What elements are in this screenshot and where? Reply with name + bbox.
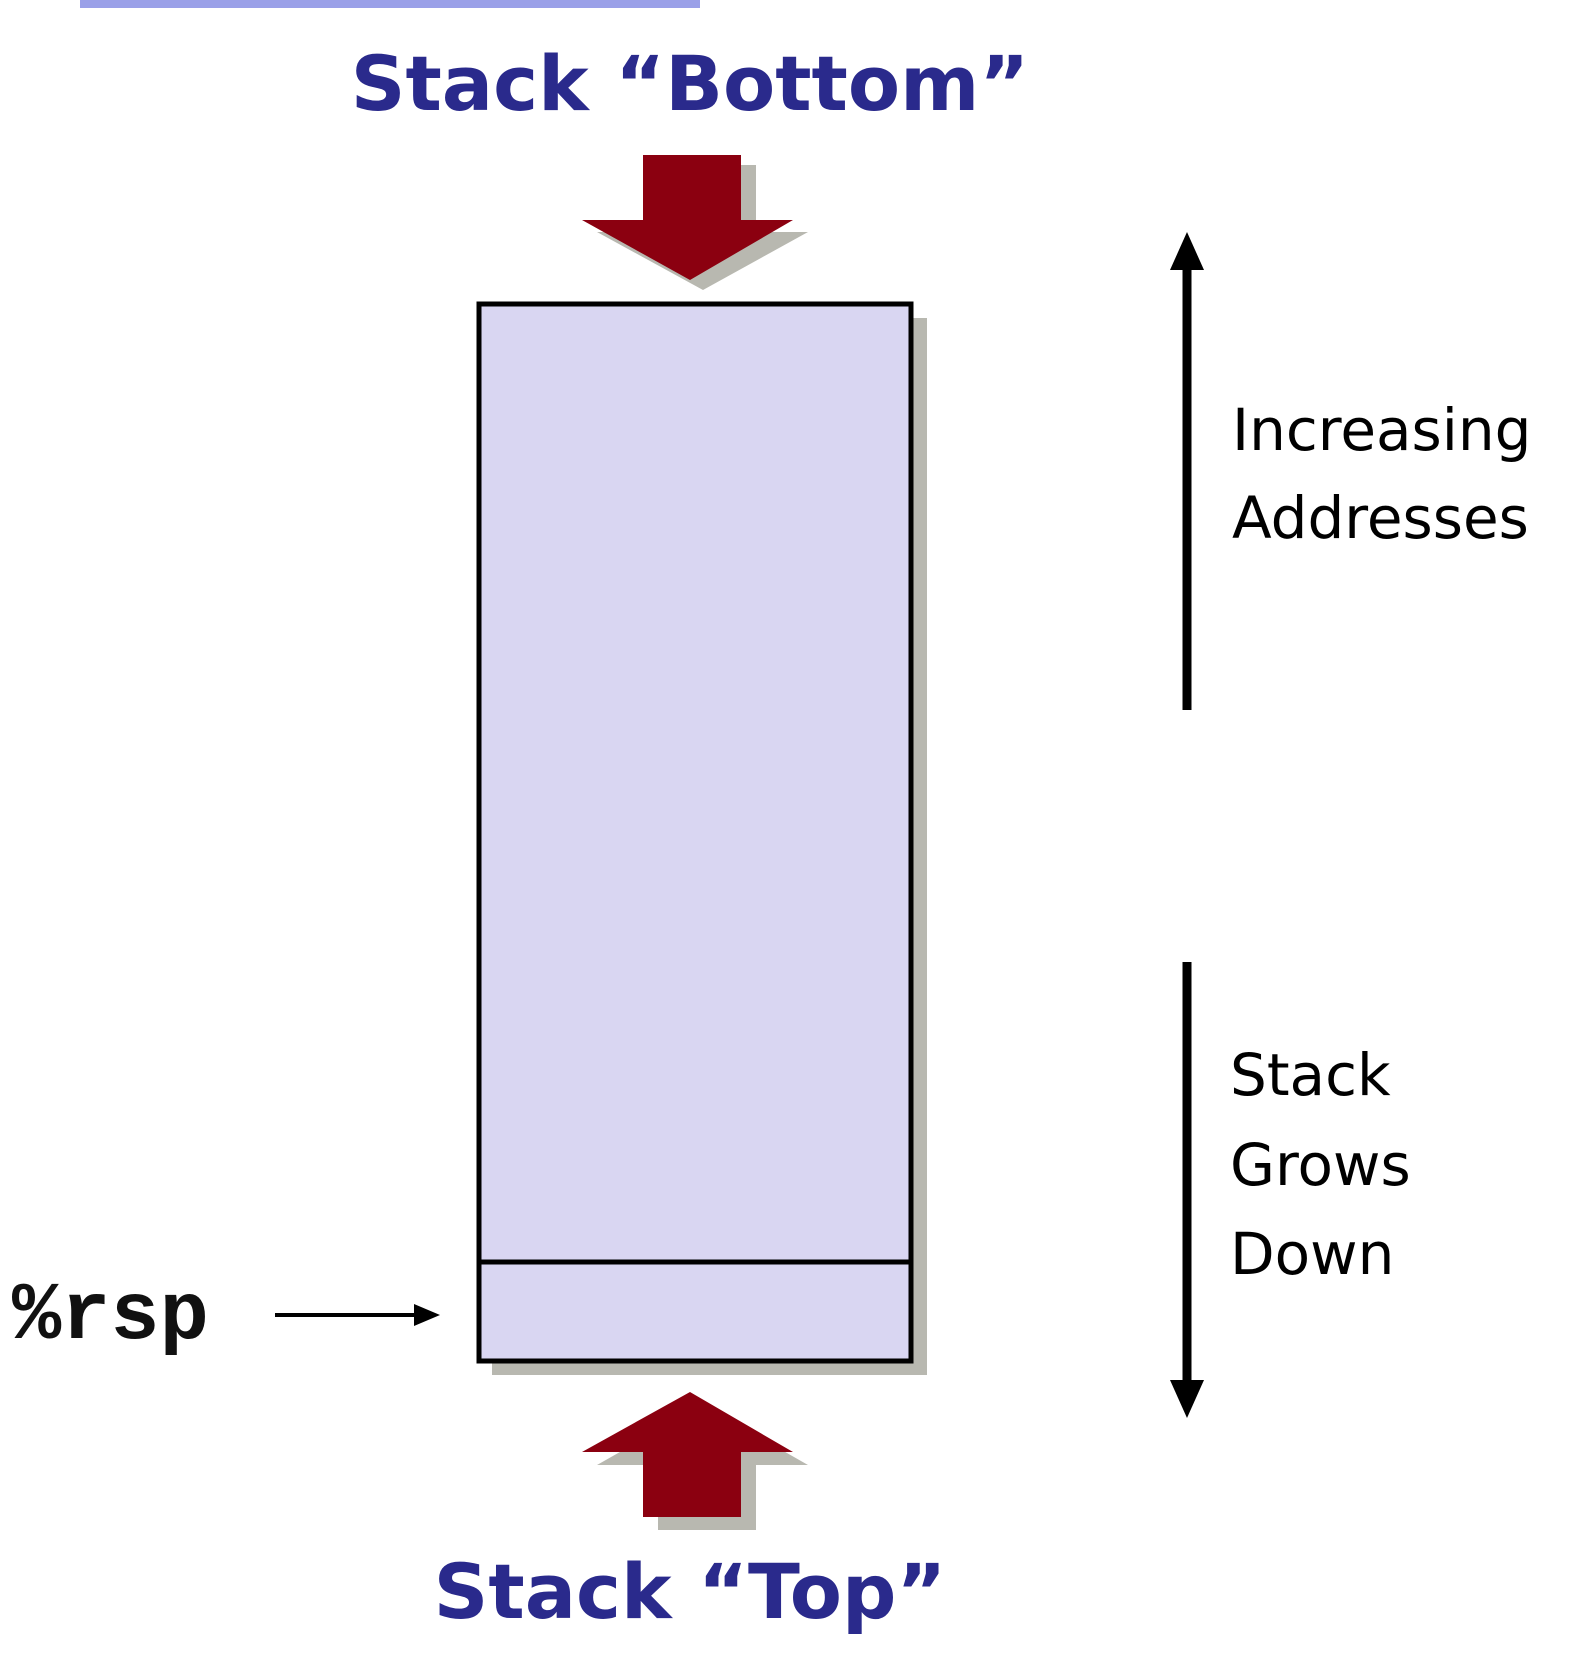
rsp-pointer-arrow-icon <box>275 1304 440 1326</box>
stack-grows-down-label: Stack Grows Down <box>1230 1041 1429 1288</box>
increasing-addresses-label: Increasing Addresses <box>1232 396 1550 552</box>
rsp-register-label: %rsp <box>12 1270 209 1363</box>
top-up-arrow-icon <box>582 1392 808 1530</box>
increasing-addresses-arrow-icon <box>1170 232 1204 710</box>
stack-grows-down-arrow-icon <box>1170 962 1204 1418</box>
stack-memory-block <box>476 301 927 1375</box>
stack-bottom-label: Stack “Bottom” <box>351 39 1030 128</box>
cropped-heading-fragment <box>80 0 700 8</box>
bottom-down-arrow-icon <box>582 155 808 290</box>
stack-top-label: Stack “Top” <box>434 1547 947 1636</box>
